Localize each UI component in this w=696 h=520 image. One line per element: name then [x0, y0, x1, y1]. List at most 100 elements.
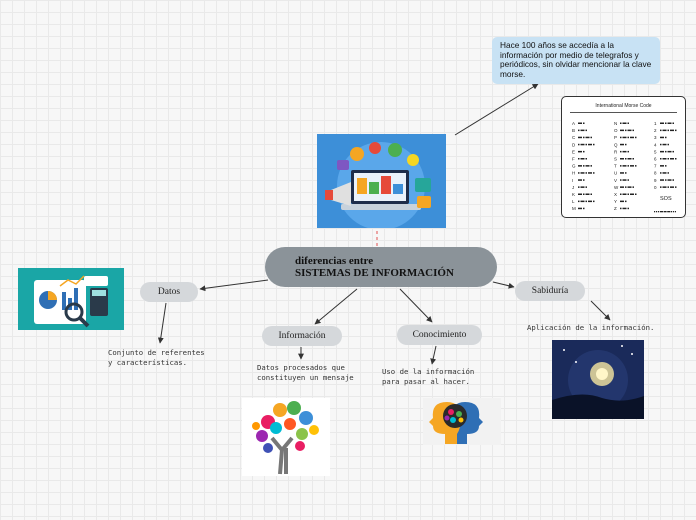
morse-mark	[622, 150, 627, 153]
morse-mark	[667, 186, 669, 188]
morse-mark	[627, 193, 629, 195]
morse-mark	[667, 122, 672, 124]
morse-letter: 6	[654, 157, 657, 162]
morse-mark	[590, 193, 592, 195]
morse-mark	[583, 136, 585, 139]
morse-mark	[672, 150, 674, 153]
morse-mark	[625, 129, 627, 132]
morse-mark	[662, 129, 667, 132]
morse-mark	[620, 186, 624, 188]
morse-mark	[620, 165, 622, 167]
note-datos: Conjunto de referentes y características…	[108, 348, 205, 367]
morse-mark	[580, 186, 585, 188]
topic-conocimiento[interactable]: Conocimiento	[397, 325, 482, 345]
analytics-image	[18, 268, 124, 330]
morse-mark	[585, 172, 587, 174]
morse-mark	[670, 158, 674, 160]
morse-letter: T	[614, 164, 617, 169]
morse-mark	[662, 143, 667, 146]
morse-mark	[583, 150, 585, 153]
morse-mark	[590, 165, 592, 167]
morse-letter: 7	[654, 164, 657, 169]
morse-mark	[593, 172, 595, 174]
morse-mark	[665, 136, 667, 139]
morse-mark	[660, 158, 662, 160]
morse-letter: F	[572, 157, 575, 162]
morse-letter: C	[572, 135, 576, 140]
morse-mark	[660, 136, 664, 139]
morse-mark	[578, 143, 580, 146]
morse-letter: S	[614, 157, 617, 162]
morse-sos-mark	[674, 211, 676, 213]
topic-conocimiento-label: Conocimiento	[412, 330, 467, 340]
morse-letter: 2	[654, 128, 657, 133]
information-tree-image	[242, 398, 330, 476]
morse-mark	[578, 129, 580, 132]
morse-letter: Y	[614, 199, 617, 204]
morse-mark	[583, 207, 585, 210]
history-callout[interactable]: Hace 100 años se accedía a la informació…	[492, 37, 660, 84]
morse-letter: V	[614, 178, 617, 183]
morse-mark	[580, 158, 585, 160]
link-sabiduria-note	[590, 300, 611, 321]
morse-mark	[665, 165, 667, 167]
morse-mark	[660, 129, 662, 132]
morse-sos-mark	[654, 211, 656, 213]
topic-sabiduria[interactable]: Sabiduría	[515, 281, 585, 301]
central-topic[interactable]: diferencias entre SISTEMAS DE INFORMACIÓ…	[265, 247, 497, 287]
morse-title-rule	[570, 112, 677, 113]
morse-mark	[585, 200, 587, 203]
morse-mark	[578, 186, 580, 188]
topic-informacion[interactable]: Información	[262, 326, 342, 346]
morse-mark	[662, 186, 667, 188]
morse-mark	[625, 186, 627, 188]
morse-mark	[665, 179, 667, 181]
topic-sabiduria-label: Sabiduría	[531, 286, 569, 296]
morse-mark	[620, 172, 624, 174]
morse-mark	[585, 186, 587, 188]
morse-mark	[662, 172, 667, 174]
morse-mark	[578, 150, 582, 153]
morse-mark	[630, 136, 634, 139]
morse-mark	[660, 179, 664, 181]
morse-letter: R	[614, 149, 618, 154]
morse-mark	[627, 179, 629, 181]
morse-mark	[672, 122, 674, 124]
morse-letter: 9	[654, 178, 657, 183]
morse-mark	[667, 158, 669, 160]
morse-mark	[627, 186, 632, 188]
morse-mark	[667, 143, 669, 146]
morse-mark	[620, 143, 624, 146]
topic-informacion-label: Información	[278, 331, 326, 341]
morse-mark	[667, 179, 672, 181]
morse-mark	[583, 179, 585, 181]
morse-mark	[580, 143, 585, 146]
morse-mark	[667, 172, 669, 174]
morse-mark	[588, 172, 592, 174]
morse-mark	[627, 207, 629, 210]
morse-mark	[660, 150, 664, 153]
morse-mark	[632, 158, 634, 160]
link-to-informacion	[314, 288, 358, 325]
morse-mark	[627, 165, 629, 167]
morse-letter: O	[614, 128, 618, 133]
morse-mark	[578, 122, 582, 124]
morse-mark	[622, 193, 627, 195]
morse-mark	[585, 136, 590, 139]
morse-mark	[580, 172, 585, 174]
morse-mark	[630, 165, 634, 167]
morse-mark	[578, 200, 580, 203]
morse-mark	[627, 150, 629, 153]
morse-letter: H	[572, 171, 575, 176]
morse-mark	[635, 165, 637, 167]
morse-card-title: International Morse Code	[595, 103, 652, 109]
morse-mark	[585, 165, 590, 167]
morse-mark	[625, 200, 627, 203]
morse-letter: I	[572, 178, 573, 183]
morse-mark	[578, 207, 582, 210]
morse-letter: K	[572, 192, 575, 197]
morse-mark	[675, 158, 677, 160]
morse-mark	[632, 129, 634, 132]
topic-datos[interactable]: Datos	[140, 282, 198, 302]
